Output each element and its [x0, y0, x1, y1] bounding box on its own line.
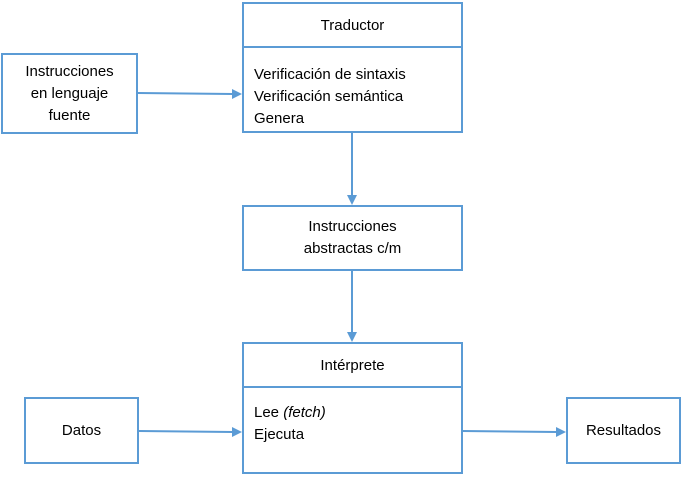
interpreter-fetch-text: Lee: [254, 404, 284, 421]
abstract-instructions-node: Instrucciones abstractas c/m: [242, 205, 463, 271]
interpreter-fetch-emph: (fetch): [283, 404, 326, 421]
results-node: Resultados: [566, 397, 681, 464]
source-line-2: en lenguaje: [30, 84, 109, 102]
translator-line-semantic: Verificación semántica: [254, 88, 404, 105]
source-line-3: fuente: [48, 106, 91, 124]
translator-body: Verificación de sintaxis Verificación se…: [254, 64, 455, 130]
data-node: Datos: [24, 397, 139, 464]
arrow-data-to-interpreter: [138, 427, 242, 437]
translator-title: Traductor: [244, 4, 461, 48]
source-line-1: Instrucciones: [25, 62, 114, 80]
interpreter-node: Intérprete Lee (fetch) Ejecuta: [242, 342, 463, 474]
source-instructions-node: Instrucciones en lenguaje fuente: [1, 53, 138, 134]
translator-node: Traductor Verificación de sintaxis Verif…: [242, 2, 463, 133]
arrow-interpreter-to-results: [461, 427, 566, 437]
abstract-line-2: abstractas c/m: [303, 240, 402, 257]
interpreter-title: Intérprete: [244, 344, 461, 388]
arrow-source-to-translator: [137, 89, 242, 99]
results-label: Resultados: [585, 421, 662, 439]
interpreter-body: Lee (fetch) Ejecuta: [254, 402, 455, 446]
translator-line-syntax: Verificación de sintaxis: [254, 66, 406, 83]
arrow-abstract-to-interpreter: [347, 271, 357, 342]
data-label: Datos: [61, 421, 102, 439]
interpreter-line-fetch: Lee (fetch): [254, 402, 455, 424]
interpreter-line-execute: Ejecuta: [254, 426, 305, 443]
translator-line-generate: Genera: [254, 110, 305, 127]
arrow-translator-to-abstract: [347, 133, 357, 205]
abstract-line-1: Instrucciones: [308, 218, 397, 235]
